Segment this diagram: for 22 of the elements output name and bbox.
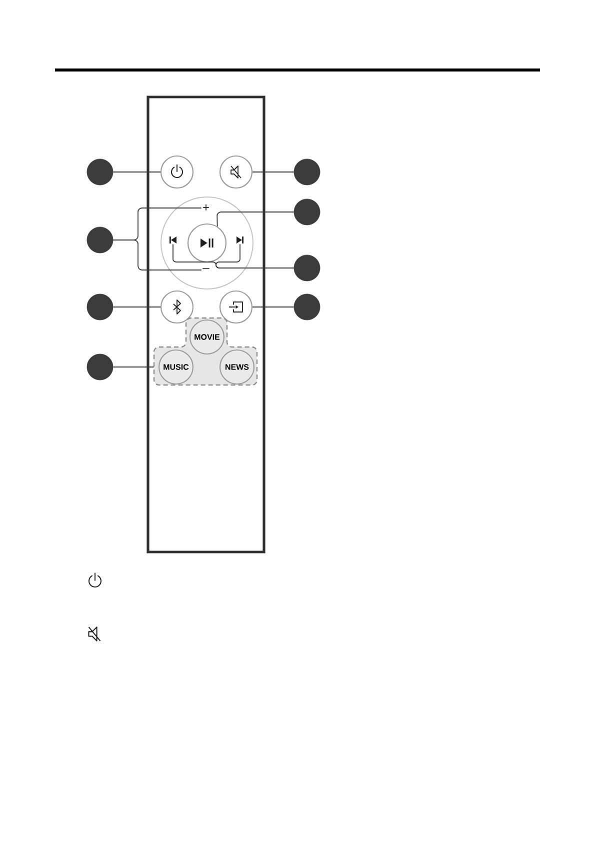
callout-circle (86, 354, 114, 380)
skip-forward-icon (236, 236, 244, 244)
minus-sign: – (202, 268, 210, 270)
callout-circle (86, 226, 114, 254)
mode-button: MOVIE (189, 319, 225, 355)
plus-sign: + (203, 204, 209, 210)
mode-button: MUSIC (158, 349, 194, 385)
leader-line (252, 306, 294, 308)
skip-back-icon (170, 236, 176, 244)
navigation-ring (160, 196, 254, 290)
callout-circle (86, 158, 114, 186)
callout-circle (294, 198, 320, 226)
mode-button: NEWS (219, 349, 255, 385)
leader-line (112, 366, 154, 368)
callout-circle (294, 294, 320, 320)
leader-line (216, 244, 294, 268)
callout-circle (294, 158, 320, 186)
callout-circle (86, 294, 114, 320)
leader-line (216, 212, 294, 227)
leader-line (112, 306, 161, 308)
callout-circle (294, 254, 320, 282)
leader-line (112, 240, 202, 270)
